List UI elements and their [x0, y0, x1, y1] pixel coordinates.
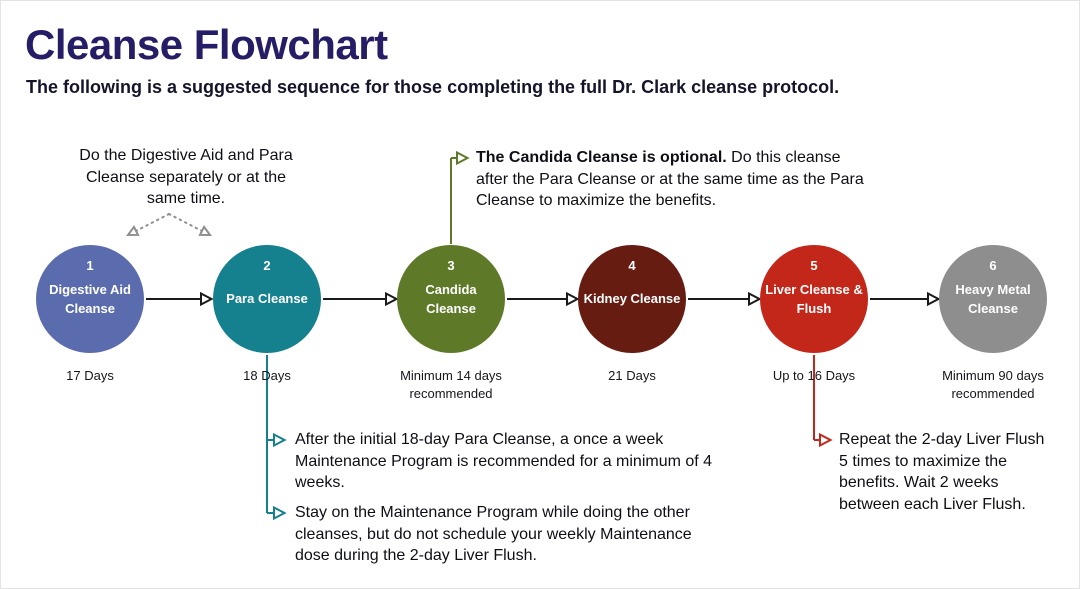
step-label: Candida Cleanse [425, 281, 477, 317]
flow-step-candida: 3 Candida Cleanse Minimum 14 days recomm… [386, 245, 516, 402]
arrow-right-icon [819, 432, 833, 448]
step-duration: 21 Days [608, 368, 656, 383]
note-candida-bold: The Candida Cleanse is optional. [476, 149, 727, 166]
step-duration: 17 Days [66, 368, 114, 383]
arrow-right-icon [273, 505, 287, 521]
flow-step-kidney: 4 Kidney Cleanse 21 Days [567, 245, 697, 385]
step-circle-3: 3 Candida Cleanse [397, 245, 505, 353]
step-circle-1: 1 Digestive Aid Cleanse [36, 245, 144, 353]
step-label: Para Cleanse [226, 291, 308, 307]
step-label: Digestive Aid Cleanse [49, 281, 131, 317]
step-number: 4 [628, 258, 636, 273]
step-circle-4: 4 Kidney Cleanse [578, 245, 686, 353]
flow-step-heavy-metal: 6 Heavy Metal Cleanse Minimum 90 days re… [928, 245, 1058, 402]
arrow-right-icon [456, 150, 470, 166]
arrow-right-icon [273, 432, 287, 448]
note-candida: The Candida Cleanse is optional. Do this… [476, 147, 876, 212]
flow-step-liver: 5 Liver Cleanse & Flush Up to 16 Days [749, 245, 879, 385]
step-number: 5 [810, 258, 818, 273]
step-circle-2: 2 Para Cleanse [213, 245, 321, 353]
page-title: Cleanse Flowchart [25, 21, 388, 68]
step-label: Liver Cleanse & Flush [765, 281, 863, 317]
step-number: 3 [447, 258, 455, 273]
step-duration: Minimum 90 days recommended [942, 368, 1044, 401]
step-duration: 18 Days [243, 368, 291, 383]
flow-step-para: 2 Para Cleanse 18 Days [202, 245, 332, 385]
step-duration: Up to 16 Days [772, 368, 856, 383]
step-label: Heavy Metal Cleanse [955, 281, 1031, 317]
page-subtitle: The following is a suggested sequence fo… [26, 77, 840, 97]
note-para-maintenance-2: Stay on the Maintenance Program while do… [295, 504, 692, 565]
step-number: 2 [263, 258, 271, 273]
dotted-split-connector [126, 213, 212, 237]
note-para-maintenance-1: After the initial 18-day Para Cleanse, a… [295, 431, 713, 492]
step-number: 1 [86, 258, 94, 273]
candida-connector [450, 150, 470, 244]
flow-step-digestive-aid: 1 Digestive Aid Cleanse 17 Days [25, 245, 155, 385]
step-label: Kidney Cleanse [583, 291, 681, 307]
note-candida-rest: Do this cleanse after the Para Cleanse o… [476, 149, 864, 210]
note-liver-flush: Repeat the 2-day Liver Flush 5 times to … [839, 431, 1045, 513]
step-circle-6: 6 Heavy Metal Cleanse [939, 245, 1047, 353]
arrow-down-right-icon [198, 225, 212, 237]
arrow-down-left-icon [126, 225, 140, 237]
step-number: 6 [989, 258, 997, 273]
step-circle-5: 5 Liver Cleanse & Flush [760, 245, 868, 353]
step-duration: Minimum 14 days recommended [400, 368, 502, 401]
note-digestive-para: Do the Digestive Aid and Para Cleanse se… [79, 147, 293, 208]
